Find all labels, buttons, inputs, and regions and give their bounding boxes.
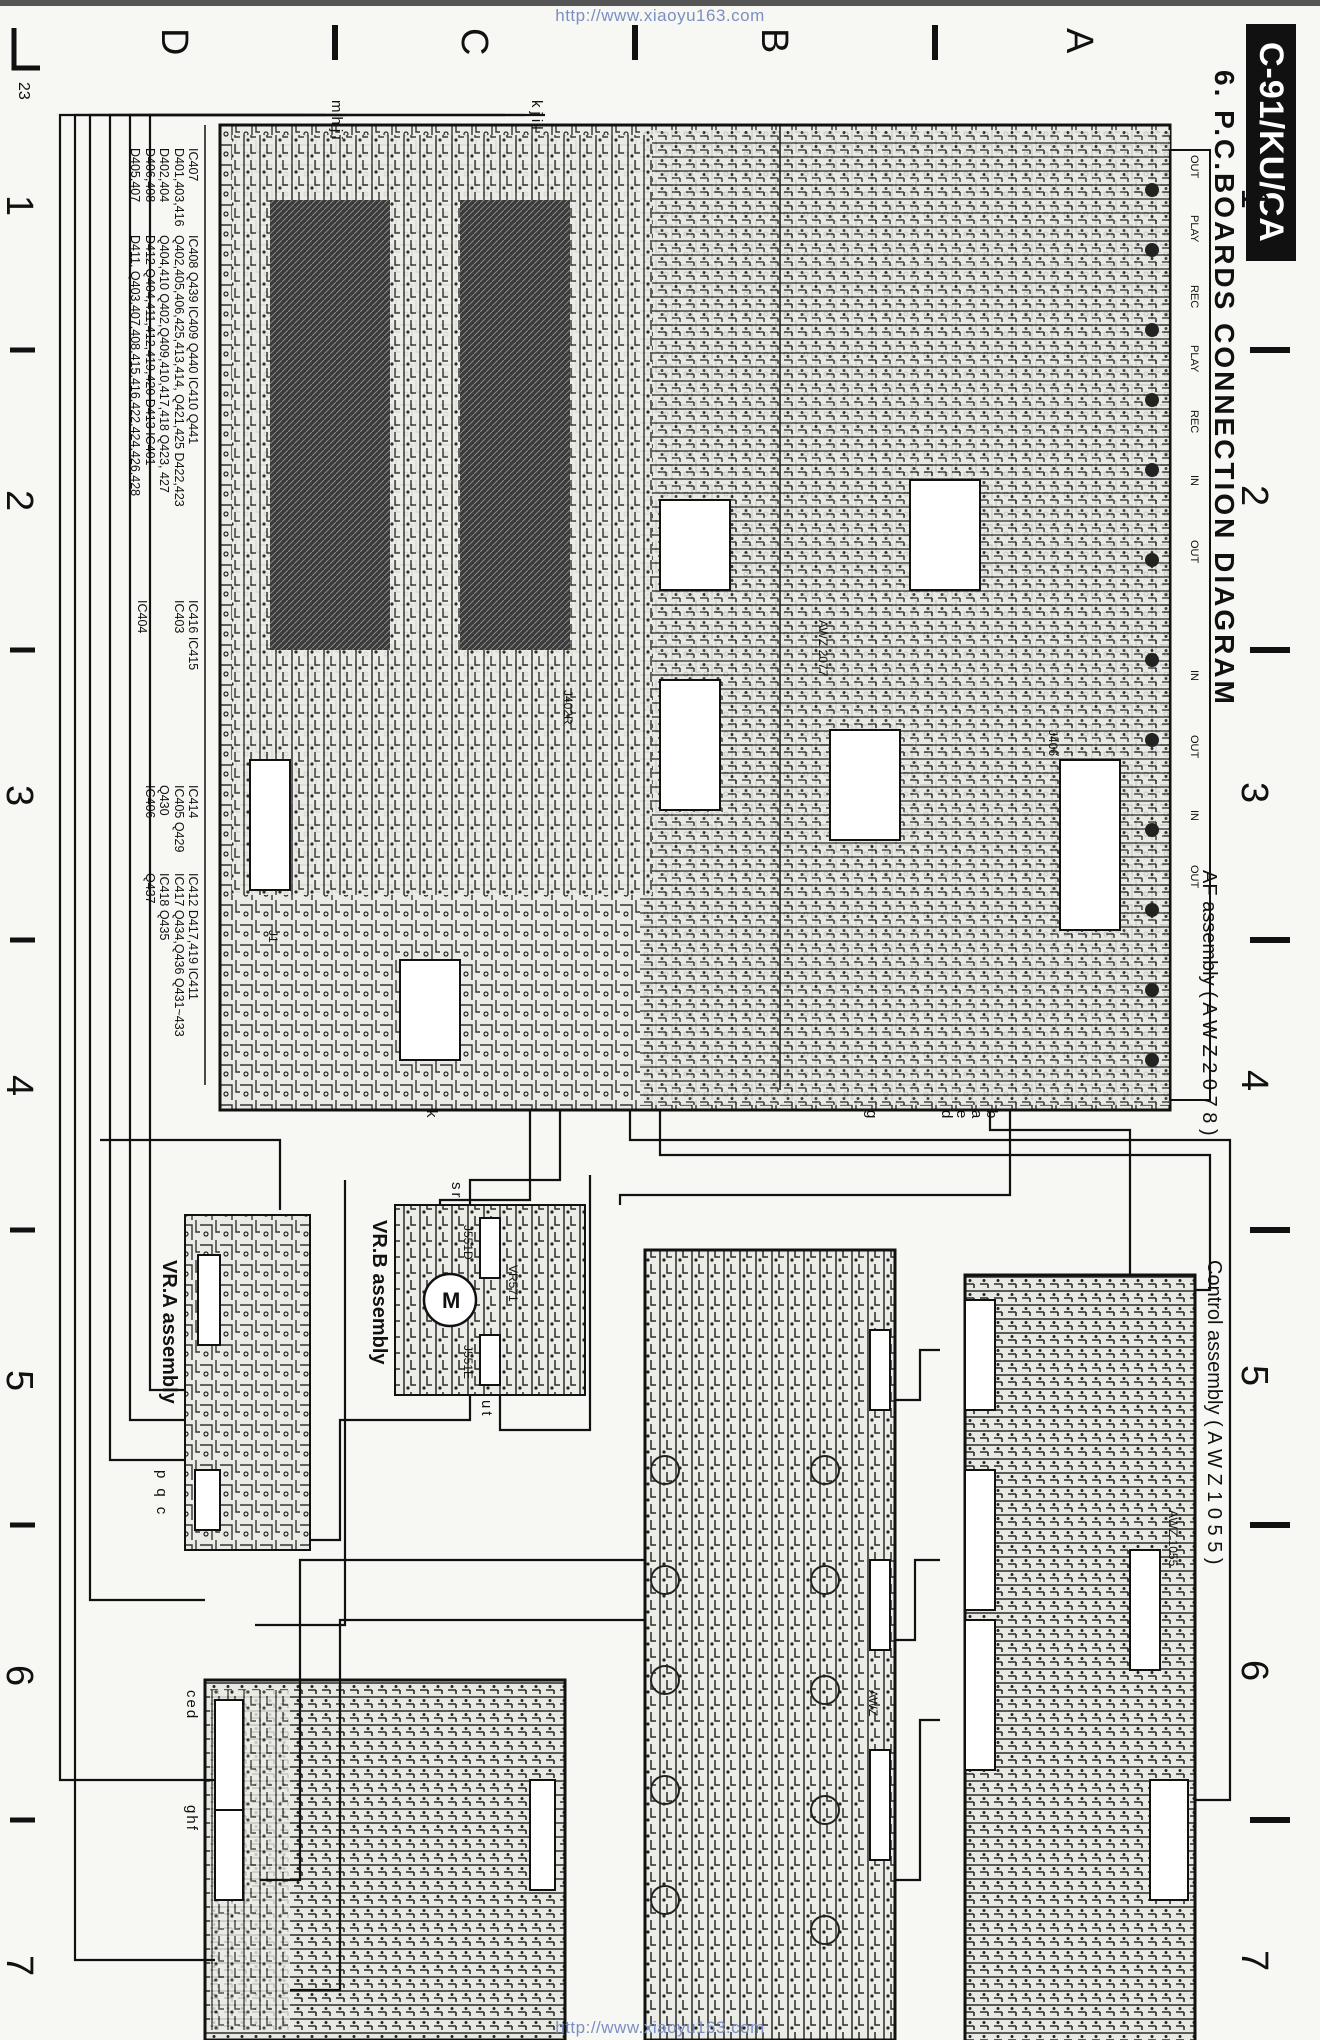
vr571-label: VR571 <box>506 1265 520 1302</box>
page-number: 23 <box>15 82 32 100</box>
pin-group-left-bottom-a: ced <box>183 1690 200 1721</box>
pin-af-g: g <box>863 1110 880 1119</box>
j551d-label: J551D <box>461 1225 475 1260</box>
pin-group-vrb-top: sr <box>448 1182 465 1201</box>
jack-label: REC <box>1188 410 1200 434</box>
ref-list-col4: IC414 IC405 Q429 Q430 IC406 <box>142 785 200 853</box>
ref-list-col5: IC412 D417,419 IC411 IC417 Q434,Q436 Q43… <box>142 873 200 1037</box>
motor-symbol: M <box>442 1288 461 1313</box>
pin-group-top-right: kjil <box>528 100 545 134</box>
source-url-top[interactable]: http://www.xiaoyu163.com <box>555 6 765 25</box>
wiring-harness <box>58 113 1232 1992</box>
vra-assembly-label: VR.A assembly <box>158 1260 180 1404</box>
zone-number-3-left: 3 <box>0 785 40 807</box>
control-assembly-label: Control assembly ( A W Z 1 0 5 5 ) <box>1203 1260 1225 1565</box>
pin-af-b: b <box>983 1110 1000 1119</box>
jack-label: OUT <box>1188 735 1200 759</box>
zone-number-1-left: 1 <box>0 195 40 217</box>
section-title: 6. P.C.BOARDS CONNECTION DIAGRAM <box>1209 70 1240 707</box>
zone-letter-b: B <box>753 28 795 54</box>
awz-small-mark: AWZ <box>866 1690 880 1717</box>
ref-list-col1: IC407 D401,403,416 D402,404 D406,408 D40… <box>128 148 201 227</box>
zone-number-2-left: 2 <box>0 490 40 512</box>
j551e-label: J551E <box>461 1345 475 1380</box>
jack-label: PLAY <box>1188 345 1200 373</box>
j1-label: J1 <box>266 930 280 943</box>
j406-label: J406 <box>1046 730 1060 757</box>
awz-center-mark: AWZ 2077 <box>816 620 830 677</box>
motor-icon <box>422 1272 478 1328</box>
zone-number-7-right: 7 <box>1233 1950 1275 1972</box>
ref-list-col3: IC416 IC415 IC403 IC404 <box>135 600 200 671</box>
zone-letter-d: D <box>153 28 195 56</box>
pin-group-top-left: mhji <box>328 100 345 144</box>
jack-label: OUT <box>1188 540 1200 564</box>
jack-label: IN <box>1188 475 1200 486</box>
pin-af-k: k <box>423 1110 440 1118</box>
ref-list-col2: IC408 Q439 IC409 Q440 IC410 Q441 Q402,40… <box>128 235 201 507</box>
j402r-label: J402R <box>561 690 575 725</box>
control-assembly-board <box>643 1248 1197 2040</box>
zone-number-5-left: 5 <box>0 1370 40 1392</box>
zone-number-4-left: 4 <box>0 1075 40 1097</box>
vrb-assembly-board <box>394 1204 586 1396</box>
jack-label: REC <box>1188 285 1200 309</box>
lower-left-board <box>203 1678 567 2040</box>
jack-label: IN <box>1188 810 1200 821</box>
jack-label: OUT <box>1188 865 1200 889</box>
zone-number-4-right: 4 <box>1233 1070 1275 1092</box>
top-edge-strip <box>0 0 1320 6</box>
zone-ticks-left <box>10 347 35 1823</box>
vrb-assembly-label: VR.B assembly <box>368 1220 390 1365</box>
awz-control-mark: AWZ 1055 <box>1166 1510 1180 1567</box>
zone-number-5-right: 5 <box>1233 1365 1275 1387</box>
jack-label: IN <box>1188 670 1200 681</box>
pin-group-vrb-bottom: ut <box>478 1400 495 1419</box>
zone-number-1-right: 1 <box>1233 188 1275 210</box>
corner-mark <box>11 28 40 71</box>
heatsink-area <box>460 200 570 650</box>
pin-group-left-bottom-b: ghf <box>183 1805 200 1832</box>
pin-group-vra: pqc <box>153 1470 170 1525</box>
zone-ticks <box>332 25 938 60</box>
af-assembly-board <box>218 123 1211 1112</box>
zone-number-6-right: 6 <box>1233 1660 1275 1682</box>
heatsink-area <box>270 200 390 650</box>
zone-number-2-right: 2 <box>1233 485 1275 507</box>
zone-number-3-right: 3 <box>1233 782 1275 804</box>
jack-label: OUT <box>1188 155 1200 179</box>
model-badge: C-91/KU/CA <box>1246 24 1296 261</box>
zone-letter-a: A <box>1058 28 1100 54</box>
source-url-bottom[interactable]: http://www.xiaoyu163.com <box>555 2018 765 2037</box>
zone-letter-c: C <box>453 28 495 56</box>
jack-label: PLAY <box>1188 215 1200 243</box>
zone-ticks-numbers <box>1250 347 1290 1823</box>
vra-assembly-board <box>184 1214 311 1551</box>
zone-number-6-left: 6 <box>0 1665 40 1687</box>
af-assembly-label: AF assembly ( A W Z 2 0 7 8 ) <box>1198 870 1220 1136</box>
zone-number-7-left: 7 <box>0 1955 40 1977</box>
